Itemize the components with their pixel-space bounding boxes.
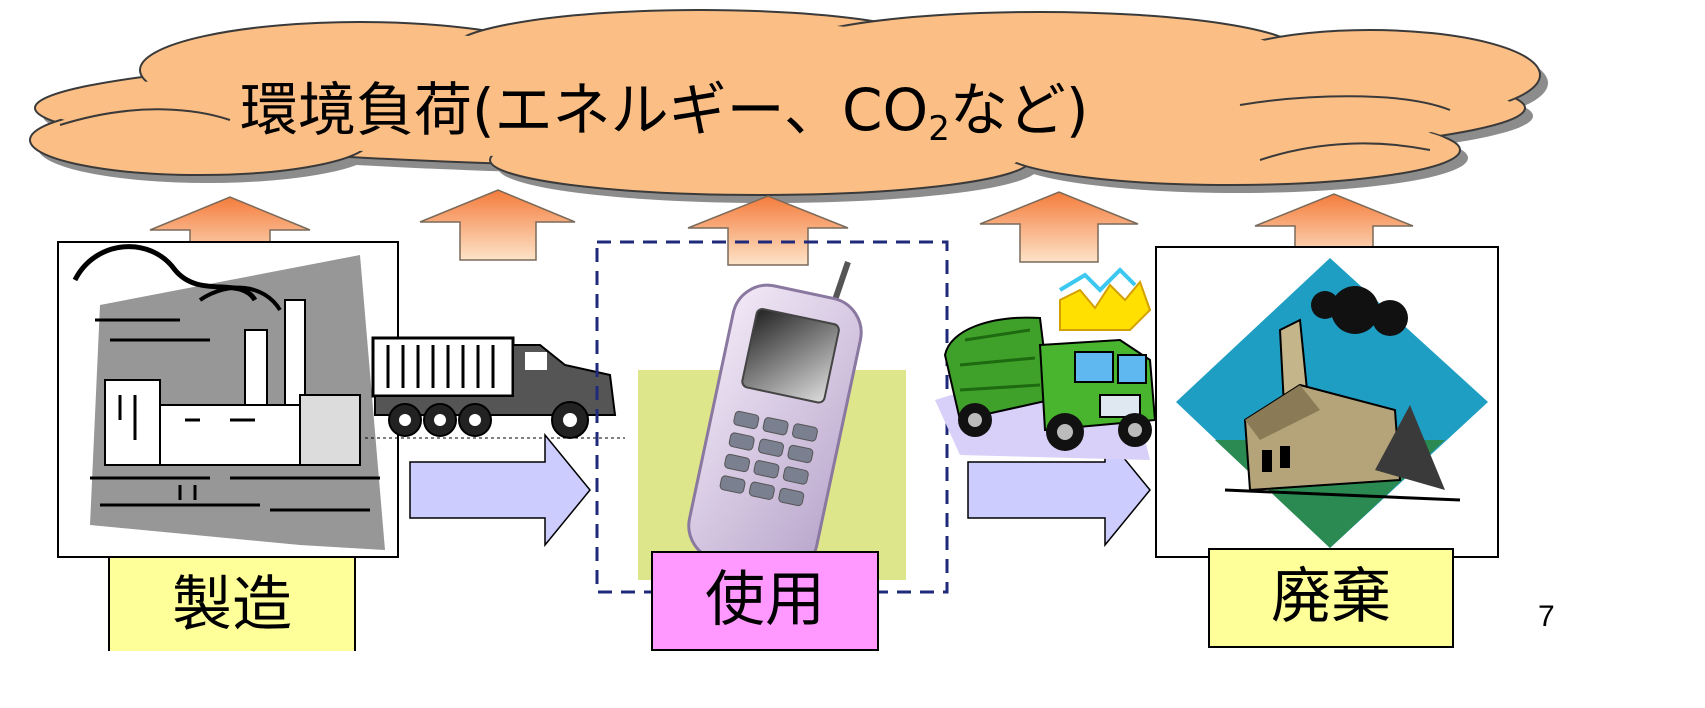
slide: 環境負荷(エネルギー、CO2など) 製造 使用 廃棄 7: [29, 9, 1555, 651]
manufacture-label: 製造: [108, 556, 356, 651]
title-end-text: など): [949, 76, 1089, 144]
environmental-load-cloud: [29, 9, 1548, 203]
title-main-text: 環境負荷(エネルギー、CO: [240, 76, 929, 144]
use-label: 使用: [651, 551, 879, 651]
impact-arrows: [149, 189, 1414, 266]
flow-arrow-manufacture-to-use: [409, 432, 591, 548]
disposal-label: 廃棄: [1208, 548, 1454, 648]
impact-arrow: [419, 189, 576, 261]
mobile-phone-illustration: [638, 261, 906, 580]
disposal-plant-illustration: [1155, 246, 1499, 558]
page-number: 7: [1538, 600, 1555, 633]
impact-arrow: [687, 195, 849, 266]
environmental-load-title: 環境負荷(エネルギー、CO2など): [240, 68, 1220, 152]
impact-arrow: [979, 191, 1139, 263]
dump-truck-illustration: [365, 336, 625, 439]
garbage-truck-illustration: [935, 267, 1157, 460]
factory-illustration: [57, 241, 399, 558]
title-subscript: 2: [928, 109, 950, 149]
